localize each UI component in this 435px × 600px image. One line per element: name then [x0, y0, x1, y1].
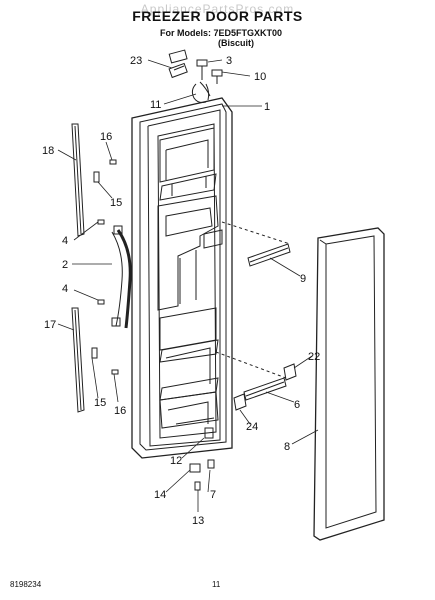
callout-24: 24	[246, 421, 258, 433]
callout-4-upper: 4	[62, 235, 68, 247]
clip-24	[233, 393, 247, 411]
top-hardware	[168, 59, 223, 103]
callout-10: 10	[254, 71, 266, 83]
document-number: 8198234	[10, 580, 42, 589]
leader-lines	[57, 59, 319, 512]
callout-9: 9	[300, 273, 306, 285]
model-subtitle: For Models: 7ED5FTGXKT00	[160, 28, 283, 38]
clip-22	[283, 363, 297, 381]
callout-22: 22	[308, 351, 320, 363]
callout-11: 11	[150, 99, 161, 111]
shelf-rail-9	[221, 221, 291, 267]
watermark: AppliancePartsPros.com	[140, 2, 295, 16]
callout-3: 3	[226, 55, 232, 67]
callout-15-lower: 15	[94, 397, 106, 409]
trim-strip-17	[71, 307, 85, 413]
callout-13: 13	[192, 515, 204, 527]
callout-labels: 23 3 10 11 1 16 18 15 4 2 9 4 17 22 15 1…	[42, 55, 320, 527]
callout-2: 2	[62, 259, 68, 271]
callout-16-lower: 16	[114, 405, 126, 417]
callout-4-lower: 4	[62, 283, 68, 295]
callout-7: 7	[210, 489, 216, 501]
callout-15-upper: 15	[110, 197, 122, 209]
door-handle	[111, 225, 132, 329]
callout-12: 12	[170, 455, 182, 467]
page-number: 11	[212, 580, 221, 589]
callout-6: 6	[294, 399, 300, 411]
callout-8: 8	[284, 441, 290, 453]
callout-1: 1	[264, 101, 270, 113]
callout-16-upper: 16	[100, 131, 112, 143]
callout-17: 17	[44, 319, 56, 331]
callout-14: 14	[154, 489, 166, 501]
model-variant: (Biscuit)	[218, 38, 254, 48]
door-panel	[131, 97, 233, 459]
callout-23: 23	[130, 55, 142, 67]
shelf-rail-6	[215, 351, 287, 401]
door-gasket	[313, 227, 385, 541]
callout-18: 18	[42, 145, 54, 157]
page-title: FREEZER DOOR PARTS	[132, 8, 303, 24]
trim-strip-18	[71, 123, 85, 237]
